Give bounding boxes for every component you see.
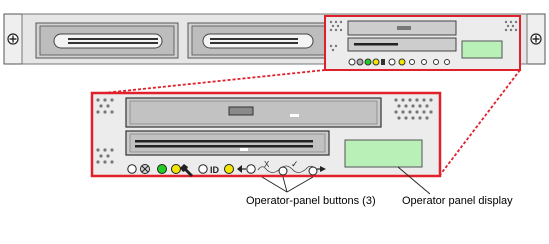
vent-grille-top-right [394,98,433,120]
vent-grille-top-left [96,98,114,114]
zoom-lines [93,69,521,176]
drive-bay-0 [35,22,179,59]
wrench-icon [180,164,193,177]
id-led-yellow [224,164,234,174]
callout-operator-panel-display: Operator panel display [402,195,513,207]
operator-panel-small [324,15,521,71]
x-button-icon: X [264,160,270,169]
id-button[interactable] [198,164,208,174]
callout-operator-panel-buttons: Operator-panel buttons (3) [246,195,376,207]
disk-drive-slot [125,130,330,156]
drive-bay-1 [187,22,331,59]
arrow-icon [317,166,326,172]
id-button-label: ID [210,165,220,175]
callout-leader-display [397,166,431,195]
power-button-icon[interactable] [127,164,137,174]
status-led-green [157,164,167,174]
operator-button-2[interactable] [308,166,318,176]
dvd-drive-bay [125,97,382,128]
callout-leaders-buttons [261,176,314,193]
operator-button-1[interactable] [278,166,288,176]
rack-screw-left [7,33,19,45]
vent-grille-bottom-left [96,148,114,164]
check-button-icon: ✓ [291,160,299,170]
rack-screw-right [530,33,542,45]
status-led-yellow [171,164,181,174]
scroll-arrow-icon [237,165,246,173]
locator-icon [140,164,150,174]
operator-panel-enlarged: ID X ✓ [90,91,442,178]
operator-panel-display [344,139,423,168]
scroll-button[interactable] [246,164,256,174]
